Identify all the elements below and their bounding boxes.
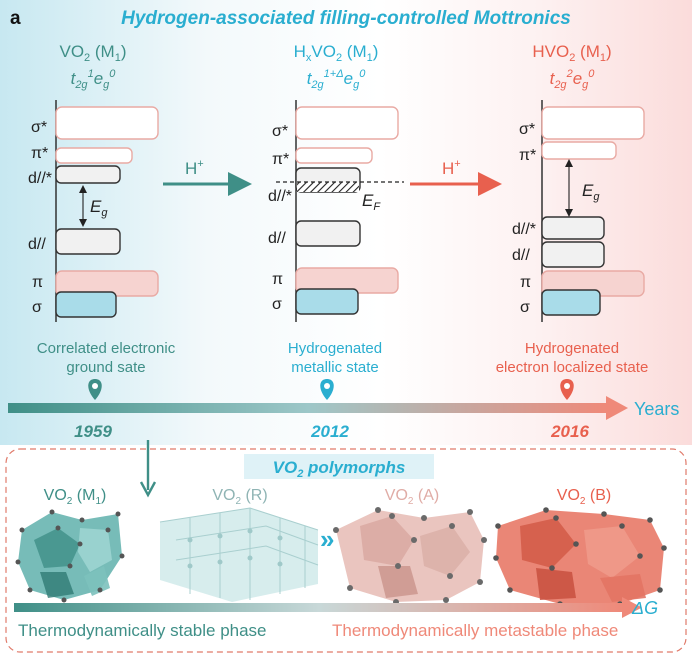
state-3-compound: HVO2 (M1) xyxy=(532,42,611,64)
state-1-level-pi-star: π* xyxy=(31,145,48,162)
crystal-structure-m1 xyxy=(15,509,125,603)
energy-arrow: ΔG xyxy=(14,597,658,618)
state-2-level-sigma: σ xyxy=(272,296,282,313)
state-3-level-sigma: σ xyxy=(520,299,530,316)
marker-pin-2016 xyxy=(560,379,574,400)
state-2-electron-configuration: t2g1+Δeg0 xyxy=(307,68,367,91)
transition-1-label: H+ xyxy=(185,158,204,178)
state-2-d-parallel-band xyxy=(295,220,361,247)
state-2-level-d-parallel: d// xyxy=(268,230,286,247)
polymorphs-title-badge: VO2 polymorphs xyxy=(244,454,434,480)
state-3-sigma-star-band xyxy=(541,106,645,140)
state-1-level-sigma-star: σ* xyxy=(31,119,47,136)
state-2-level-d-parallel-star: d//* xyxy=(268,188,292,205)
crystal-structure-b xyxy=(493,507,667,607)
state-1-description-line1: Correlated electronic xyxy=(37,340,176,357)
state-2-level-pi: π xyxy=(272,271,283,288)
state-hxvo2-m1: HxVO2 (M1) t2g1+Δeg0 σ* π* d//* d// π σ … xyxy=(268,42,404,376)
state-3-gap-label: Eg xyxy=(582,181,600,203)
state-1-pi-star-band xyxy=(55,147,133,164)
energy-arrow-head xyxy=(622,597,642,618)
crystal-structure-r xyxy=(159,507,319,602)
timeline-bar xyxy=(8,403,608,413)
state-1-gap-label: Eg xyxy=(90,197,108,219)
polymorphs-panel-border xyxy=(5,448,687,653)
marker-pin-1959 xyxy=(88,379,102,400)
marker-pin-2012 xyxy=(320,379,334,400)
polymorph-label-m1: VO2 (M1) xyxy=(44,487,107,507)
polymorph-label-b: VO2 (B) xyxy=(557,487,611,507)
state-3-description-line1: Hydrogenated xyxy=(525,340,619,357)
state-2-sigma-star-band xyxy=(295,106,399,140)
link-arrow-to-polymorphs xyxy=(139,440,157,498)
year-2016: 2016 xyxy=(550,422,589,441)
state-3-d-parallel-star-band xyxy=(541,216,605,240)
energy-arrow-bar xyxy=(14,603,624,612)
state-3-level-pi-star: π* xyxy=(519,147,536,164)
state-2-pi-star-band xyxy=(295,147,373,164)
state-3-level-pi: π xyxy=(520,274,531,291)
polymorph-label-a: VO2 (A) xyxy=(385,487,439,507)
state-1-level-pi: π xyxy=(32,274,43,291)
energy-axis-label: ΔG xyxy=(631,598,658,618)
state-3-electron-configuration: t2g2eg0 xyxy=(550,68,596,91)
state-1-sigma-band xyxy=(55,291,117,318)
state-hvo2-m1: HVO2 (M1) t2g2eg0 σ* π* d//* d// π σ Eg … xyxy=(496,42,649,376)
state-1-compound: VO2 (M1) xyxy=(59,42,126,64)
state-1-d-parallel-star-band xyxy=(55,165,121,184)
state-1-description-line2: ground sate xyxy=(66,359,145,376)
timeline-axis-label: Years xyxy=(634,399,679,419)
metastable-phase-label: Thermodynamically metastable phase xyxy=(332,621,618,640)
stable-phase-label: Thermodynamically stable phase xyxy=(18,621,267,640)
state-2-sigma-band xyxy=(295,288,359,315)
state-3-pi-star-band xyxy=(541,141,617,160)
state-3-sigma-band xyxy=(541,289,601,316)
year-1959: 1959 xyxy=(74,422,112,441)
state-2-fermi-label: EF xyxy=(362,191,381,213)
state-1-d-parallel-band xyxy=(55,228,121,255)
transition-arrow-1: H+ xyxy=(163,158,252,196)
state-2-level-sigma-star: σ* xyxy=(272,123,288,140)
state-vo2-m1: VO2 (M1) t2g1eg0 σ* π* d//* d// π σ Eg C… xyxy=(28,42,176,376)
state-1-level-d-parallel: d// xyxy=(28,236,46,253)
polymorph-label-r: VO2 (R) xyxy=(212,487,267,507)
state-1-level-sigma: σ xyxy=(32,299,42,316)
polymorph-chevrons: » xyxy=(320,524,334,554)
state-2-filled-states-hatch xyxy=(297,182,359,192)
polymorphs-title: VO2 polymorphs xyxy=(273,458,406,480)
crystal-structure-a xyxy=(333,507,487,605)
state-1-sigma-star-band xyxy=(55,106,159,140)
state-3-level-sigma-star: σ* xyxy=(519,121,535,138)
state-2-level-pi-star: π* xyxy=(272,151,289,168)
timeline: Years 1959 2012 2016 xyxy=(8,379,679,441)
state-1-level-d-parallel-star: d//* xyxy=(28,170,52,187)
figure-title: Hydrogen-associated filling-controlled M… xyxy=(121,8,571,29)
state-3-description-line2: electron localized state xyxy=(496,359,649,376)
state-2-compound: HxVO2 (M1) xyxy=(294,42,379,64)
state-2-description-line1: Hydrogenated xyxy=(288,340,382,357)
state-3-d-parallel-band xyxy=(541,241,605,268)
year-2012: 2012 xyxy=(310,422,349,441)
transition-arrow-2: H+ xyxy=(410,158,502,196)
state-3-level-d-parallel: d// xyxy=(512,247,530,264)
timeline-arrowhead xyxy=(606,396,628,420)
transition-2-label: H+ xyxy=(442,158,461,178)
panel-letter: a xyxy=(10,8,21,29)
state-1-electron-configuration: t2g1eg0 xyxy=(71,68,117,91)
state-3-level-d-parallel-star: d//* xyxy=(512,221,536,238)
state-2-description-line2: metallic state xyxy=(291,359,379,376)
